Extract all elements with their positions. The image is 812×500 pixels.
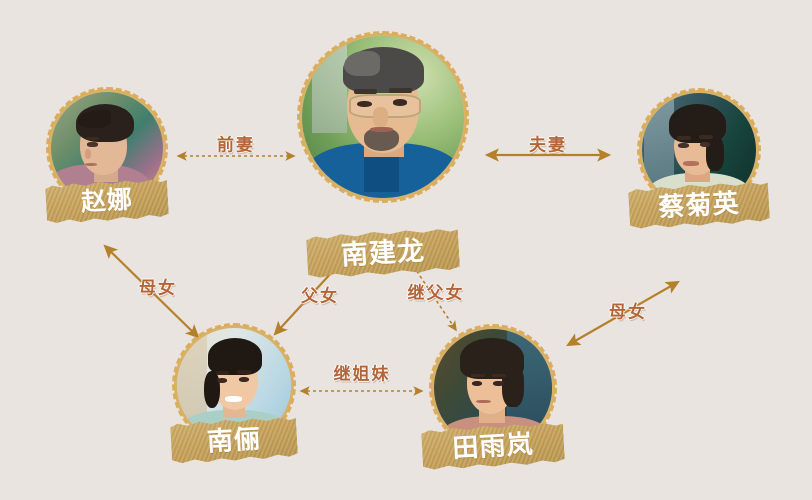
avatar-nanjianlong — [302, 36, 464, 198]
person-node-nanjianlong[interactable]: 南建龙 — [297, 31, 469, 203]
person-name-tianyulan: 田雨岚 — [451, 428, 535, 464]
relation-label-qianqi: 前妻 — [217, 135, 255, 155]
person-node-nanli[interactable]: 南俪 — [174, 323, 294, 445]
relation-label-jijiemei: 继姐妹 — [333, 364, 391, 384]
person-name-nanli: 南俪 — [206, 423, 262, 457]
person-node-caijuying[interactable]: 蔡菊英 — [639, 88, 759, 210]
relation-label-funv: 父女 — [301, 286, 339, 306]
relation-label-jifunv: 继父女 — [407, 283, 465, 303]
nameplate-nanjianlong: 南建龙 — [306, 227, 460, 279]
person-name-nanjianlong: 南建龙 — [340, 235, 426, 271]
relation-label-munv-right: 母女 — [609, 302, 647, 322]
person-name-zhaona: 赵娜 — [80, 185, 134, 217]
person-name-caijuying: 蔡菊英 — [657, 187, 741, 222]
person-node-zhaona[interactable]: 赵娜 — [48, 87, 166, 207]
relation-label-fuqi: 夫妻 — [529, 135, 567, 155]
relation-label-munv-left: 母女 — [139, 278, 177, 298]
avatar-ring-nanjianlong — [297, 31, 469, 203]
person-node-tianyulan[interactable]: 田雨岚 — [431, 324, 555, 450]
